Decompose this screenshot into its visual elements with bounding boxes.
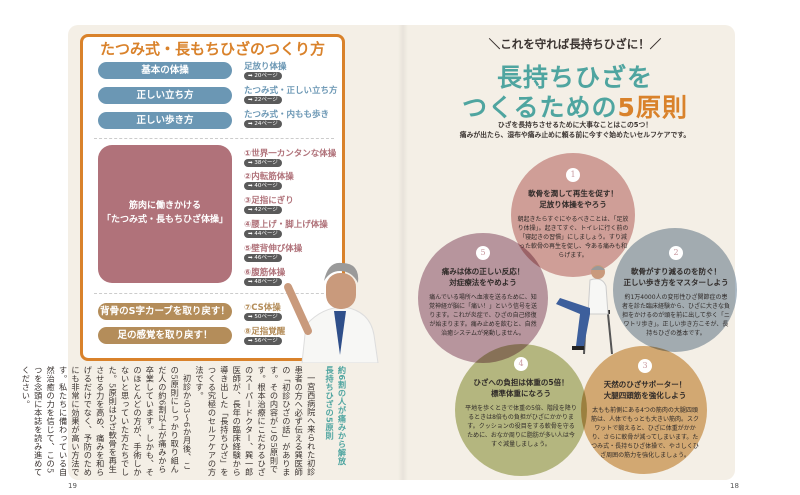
item-label: 足放り体操 [244, 62, 287, 72]
number-badge: 3 [638, 359, 652, 373]
divider [94, 293, 334, 294]
principle-text: 朝起きたらすぐにやるべきことは、「足放り体操」。起きてすぐ、トイレに行く前の「寝… [517, 216, 629, 259]
divider [94, 138, 334, 139]
pill-walking: 正しい歩き方 [98, 112, 232, 129]
principle-title: 痛みは体の正しい反応！ [441, 267, 525, 276]
item-label: ⑦CS体操 [244, 303, 281, 313]
principle-4: 4 ひざへの負担は体重の5倍！ 標準体重になろう 平地を歩くときで体重の5倍、階段… [465, 351, 577, 449]
page-ref: ➡ 22ページ [244, 96, 282, 104]
page-ref: ➡ 48ページ [244, 278, 282, 286]
item-label: ④腰上げ・脚上げ体操 [244, 220, 328, 230]
gutter-shadow [398, 25, 408, 480]
subtitle-line1: ひざを長持ちさせるために大事なことはこの5つ！ [497, 121, 653, 129]
principle-2: 2 軟骨がすり減るのを防ぐ！ 正しい歩き方をマスターしよう 約1万4000人の変形… [622, 240, 730, 338]
item-label: ⑤壁背伸び体操 [244, 244, 303, 254]
principle-title: 大腿四頭筋を強化しよう [603, 391, 687, 400]
article-body: 一宮西病院へ来られた初診患者の方へ必ず伝える巽医師の「初診ひざの話」があります。… [194, 366, 317, 477]
principle-title: 対症療法をやめよう [449, 278, 517, 287]
article-text: 約6割の人が痛みから解放 長持ちひざの5原則 一宮西病院へ来られた初診患者の方へ… [21, 366, 348, 478]
doctor-pointing-photo [284, 262, 379, 363]
item-label: ①世界一カンタンな体操 [244, 149, 337, 159]
title-part: つくるための [462, 93, 618, 122]
page-number-right: 18 [730, 482, 739, 490]
item-label: ⑧足指覚醒 [244, 327, 286, 337]
principle-3: 3 天然のひざサポーター！ 大腿四頭筋を強化しよう 太もも前側にある4つの筋肉の大… [590, 353, 700, 460]
article-heading: 約6割の人が痛みから解放 [337, 366, 347, 466]
page-number-left: 19 [68, 482, 77, 490]
title-highlight: 5原則 [617, 93, 688, 122]
page-ref: ➡ 46ページ [244, 254, 282, 262]
principle-title: 正しい歩き方をマスターしよう [623, 278, 729, 287]
box-title: たつみ式・長もちひざのつくり方 [99, 40, 325, 58]
pill-spine-curve: 背骨のS字カーブを取り戻す！ [98, 303, 232, 320]
principle-title: 軟骨がすり減るのを防ぐ！ [631, 267, 721, 276]
main-title-line1: 長持ちひざを [496, 63, 653, 92]
number-badge: 2 [669, 246, 683, 260]
principle-1: 1 軟骨を潤して再生を促す！ 足放り体操をやろう 朝起きたらすぐにやるべきことは、… [517, 162, 629, 260]
pill-basic-exercise: 基本の体操 [98, 62, 232, 79]
article-body-2: 初診から3〜6か月後、この5原則にしっかり取り組んだ人の約6割以上が痛みから卒業… [20, 366, 193, 477]
principle-title: 軟骨を潤して再生を促す！ [528, 189, 618, 198]
principle-5: 5 痛みは体の正しい反応！ 対症療法をやめよう 痛んでいる場所へ血液を送るために、… [428, 240, 538, 338]
pill-standing: 正しい立ち方 [98, 87, 232, 104]
page-ref: ➡ 20ページ [244, 72, 282, 80]
pill-foot-sense: 足の感覚を取り戻す！ [98, 327, 232, 344]
page-ref: ➡ 56ページ [244, 337, 282, 345]
principle-title: ひざへの負担は体重の5倍！ [473, 378, 569, 387]
page-ref: ➡ 42ページ [244, 206, 282, 214]
number-badge: 1 [566, 168, 580, 182]
page-ref: ➡ 38ページ [244, 159, 282, 167]
principle-text: 太もも前側にある4つの筋肉の大腿四頭筋は、人体でもっとも大きい筋肉。スクワットで… [590, 407, 699, 459]
tagline: ＼これを守れば長持ちひざに！／ [488, 37, 662, 51]
page-ref: ➡ 24ページ [244, 120, 282, 128]
principle-text: 約1万4000人の変形性ひざ関節症の患者を診た臨床経験から、ひざに大きな負担をか… [622, 294, 731, 337]
principle-text: 痛んでいる場所へ血液を送るために、知覚神経が脳に「痛い！」という信号を送ります。… [428, 294, 537, 337]
muscle-exercise-block: 筋肉に働きかける 「たつみ式・長もちひざ体操」 [98, 145, 232, 283]
principle-title: 足放り体操をやろう [539, 200, 607, 209]
main-title-line2: つくるための5原則 [420, 88, 730, 124]
block-line: 筋肉に働きかける [128, 201, 201, 211]
doctor-seated-photo [556, 265, 613, 355]
number-badge: 5 [476, 246, 490, 260]
item-label: たつみ式・内もも歩き [244, 110, 330, 120]
item-label: ②内転筋体操 [244, 172, 294, 182]
page-ref: ➡ 40ページ [244, 182, 282, 190]
item-label: ③足指にぎり [244, 196, 294, 206]
article-subheading: 長持ちひざの5原則 [324, 366, 335, 440]
item-label: たつみ式・正しい立ち方 [244, 86, 338, 96]
number-badge: 4 [514, 357, 528, 371]
block-line: 「たつみ式・長もちひざ体操」 [101, 215, 228, 225]
principle-title: 標準体重になろう [491, 389, 551, 398]
page-ref: ➡ 50ページ [244, 313, 282, 321]
principle-title: 天然のひざサポーター！ [603, 380, 687, 389]
subtitle-line2: 痛みが出たら、湿布や痛み止めに頼る前に今すぐ始めたいセルフケアです。 [459, 131, 691, 139]
principle-text: 平地を歩くときで体重の5倍、階段を降りるときは8倍もの負担がひざにかかります。ク… [465, 405, 577, 448]
item-label: ⑥腹筋体操 [244, 268, 286, 278]
page-ref: ➡ 44ページ [244, 230, 282, 238]
